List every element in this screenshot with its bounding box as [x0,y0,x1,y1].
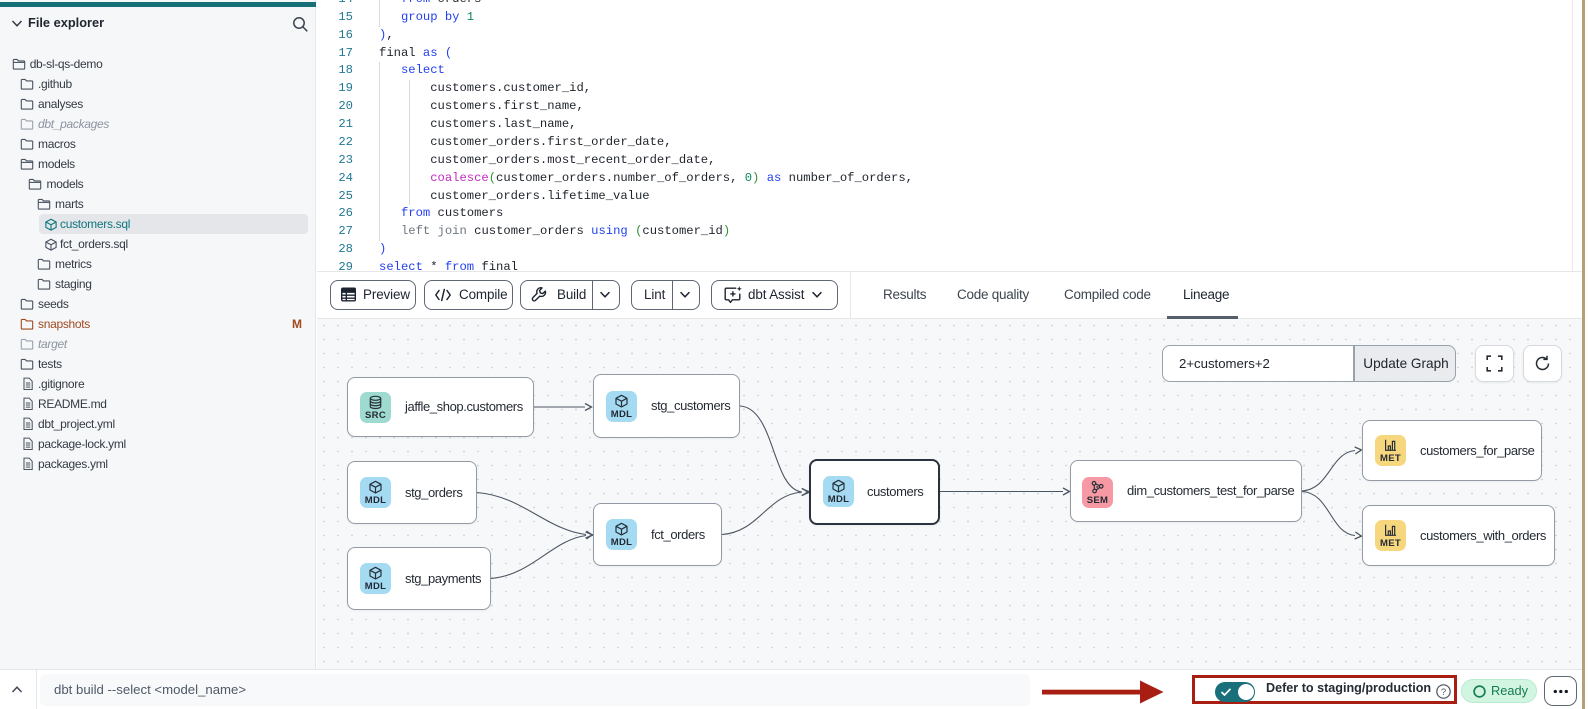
svg-text:?: ? [1441,687,1446,698]
